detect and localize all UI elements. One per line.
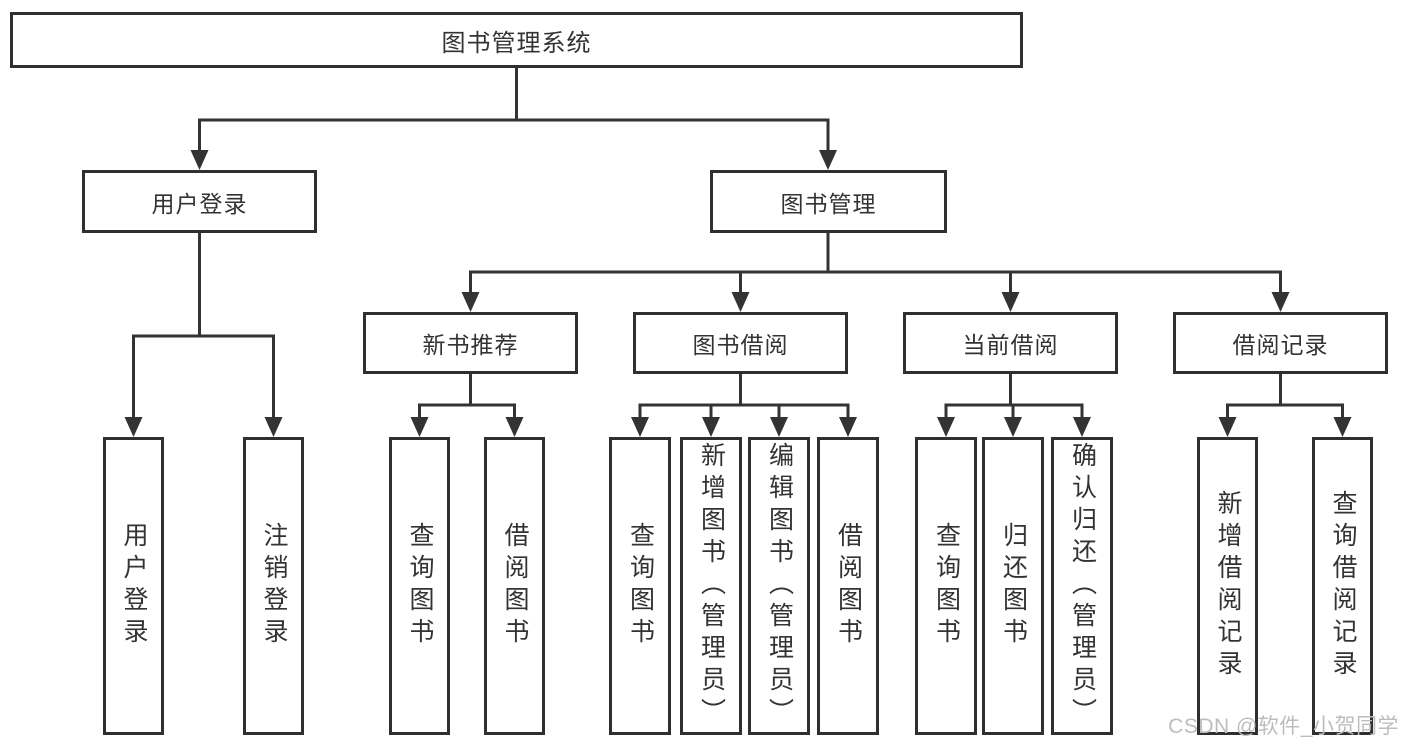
node-label: 新书推荐: [422, 332, 519, 358]
node-label: 查询图书: [932, 522, 961, 650]
leaf-user-login: 用户登录: [103, 437, 164, 735]
arrow-down-icons: [124, 150, 1352, 437]
node-label: 用户登录: [120, 522, 148, 650]
node-label: 借阅图书: [501, 522, 529, 650]
node-book-borrow: 图书借阅: [633, 312, 848, 374]
leaf-logout: 注销登录: [243, 437, 304, 735]
node-current-borrow: 当前借阅: [903, 312, 1118, 374]
node-new-book-recommend: 新书推荐: [363, 312, 578, 374]
node-label: 查询图书: [406, 522, 434, 650]
leaf-borrow-books: 借阅图书: [817, 437, 879, 735]
leaf-query-borrow-record: 查询借阅记录: [1312, 437, 1373, 735]
leaf-borrow-books: 借阅图书: [484, 437, 545, 735]
leaf-edit-books-admin: 编辑图书（管理员）: [748, 437, 810, 735]
node-label: 注销登录: [260, 522, 288, 650]
node-label: 当前借阅: [962, 332, 1059, 358]
leaf-query-books: 查询图书: [609, 437, 671, 735]
node-label: 查询图书: [626, 522, 655, 650]
leaf-confirm-return-admin: 确认归还（管理员）: [1051, 437, 1113, 735]
node-label: 用户登录: [151, 190, 248, 217]
leaf-return-books: 归还图书: [982, 437, 1044, 735]
node-label: 编辑图书（管理员）: [765, 442, 794, 730]
node-label: 新增借阅记录: [1214, 490, 1242, 682]
node-label: 图书借阅: [692, 332, 789, 358]
node-label: 查询借阅记录: [1329, 490, 1357, 682]
csdn-watermark: CSDN @软件_小贺同学: [1168, 715, 1399, 738]
node-book-management: 图书管理: [710, 170, 947, 233]
node-label: 借阅记录: [1232, 332, 1329, 358]
node-label: 新增图书（管理员）: [697, 442, 726, 730]
node-label: 图书管理系统: [441, 29, 592, 57]
node-borrow-records: 借阅记录: [1173, 312, 1388, 374]
node-user-login: 用户登录: [82, 170, 317, 233]
node-label: 图书管理: [780, 190, 877, 217]
leaf-add-books-admin: 新增图书（管理员）: [680, 437, 742, 735]
leaf-query-books: 查询图书: [915, 437, 977, 735]
node-label: 借阅图书: [834, 522, 863, 650]
leaf-query-books: 查询图书: [389, 437, 450, 735]
node-label: 归还图书: [999, 522, 1028, 650]
node-library-management-system: 图书管理系统: [10, 12, 1023, 68]
leaf-add-borrow-record: 新增借阅记录: [1197, 437, 1258, 735]
node-label: 确认归还（管理员）: [1068, 442, 1097, 730]
